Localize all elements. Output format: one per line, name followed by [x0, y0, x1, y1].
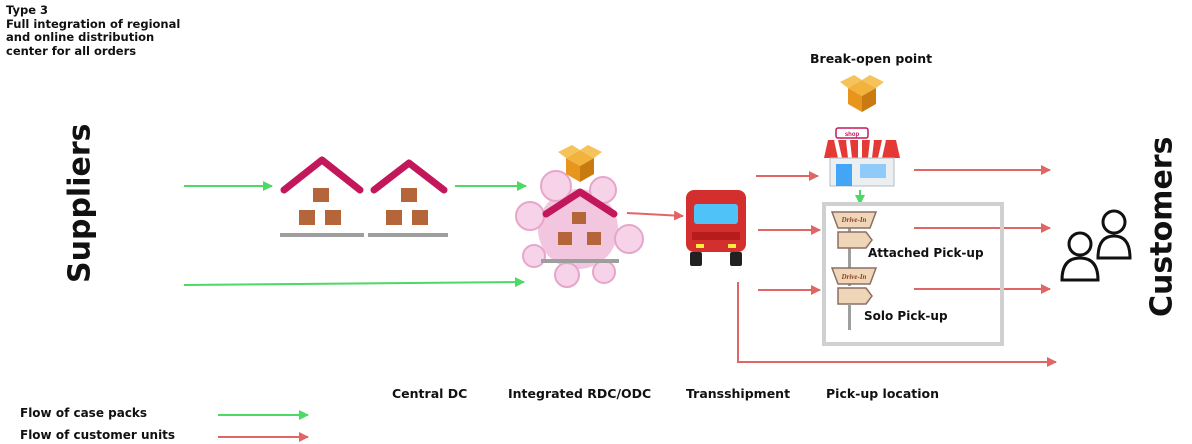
pickup-location-frame	[822, 202, 1004, 346]
title-line-2: Full integration of regional	[6, 16, 181, 31]
arrow-rdc-to-truck	[626, 210, 684, 221]
break-open-point-label: Break-open point	[810, 51, 933, 66]
suppliers-label: Suppliers	[62, 123, 98, 283]
open-box-icon-break-open	[840, 75, 884, 112]
legend-case-packs-label: Flow of case packs	[20, 406, 148, 420]
customer-unit-arrows	[626, 165, 1057, 367]
diagram-title: Type 3 Full integration of regional and …	[6, 3, 181, 58]
title-line-4: center for all orders	[6, 43, 137, 58]
title-line-1: Type 3	[6, 3, 49, 17]
transshipment-label: Transshipment	[686, 386, 791, 401]
drive-in-sign-text-1: Drive-In	[841, 216, 867, 224]
drive-in-sign-attached	[830, 211, 878, 286]
integrated-rdc-odc-label: Integrated RDC/ODC	[508, 386, 652, 401]
title-line-3: and online distribution	[6, 30, 155, 44]
legend-customer-units-label: Flow of customer units	[20, 428, 176, 442]
drive-in-sign-solo	[830, 267, 878, 330]
integrated-rdc-odc-icon	[515, 170, 644, 288]
attached-pickup-label: Attached Pick-up	[868, 246, 984, 260]
customers-icon	[1060, 209, 1132, 282]
shop-icon	[824, 127, 900, 187]
drive-in-sign-text-2: Drive-In	[841, 273, 867, 281]
solo-pickup-label: Solo Pick-up	[864, 309, 948, 323]
arrow-suppliers-to-rdc	[183, 277, 525, 288]
open-box-icon-rdc	[558, 145, 602, 182]
pickup-location-label: Pick-up location	[826, 386, 940, 401]
truck-icon	[686, 190, 746, 266]
central-dc-label: Central DC	[392, 386, 468, 401]
warehouse-icon-2	[368, 159, 448, 237]
warehouse-icon-1	[280, 156, 364, 237]
case-pack-arrows	[183, 181, 865, 288]
shop-sign-text: shop	[845, 132, 860, 138]
arrow-truck-to-customers-direct	[737, 282, 1057, 367]
customers-label: Customers	[1144, 136, 1180, 317]
